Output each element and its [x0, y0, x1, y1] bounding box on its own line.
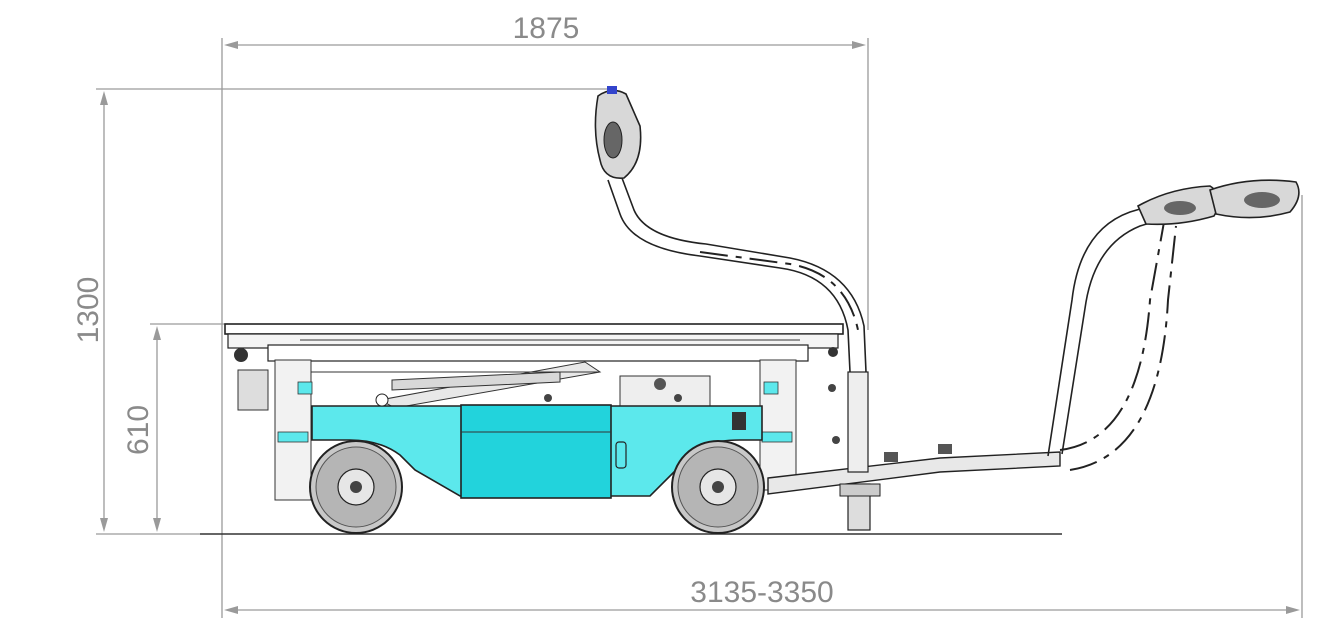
- tow-bar: [767, 371, 1061, 531]
- tiller-handle-lowered: [1047, 179, 1300, 471]
- side-frames: [237, 359, 797, 501]
- scissor-lift-mechanism: [310, 361, 711, 409]
- rear-wheel: [309, 440, 403, 534]
- dimension-total-length-label: 3135-3350: [690, 576, 833, 609]
- platform-deck: [224, 323, 844, 362]
- dimension-platform-height-label: 610: [122, 405, 155, 455]
- tiller-handle-raised: [594, 86, 867, 373]
- battery-box: [460, 404, 612, 499]
- dimension-total-height-label: 1300: [72, 277, 105, 344]
- front-wheel: [671, 440, 765, 534]
- dimension-top-width-label: 1875: [513, 12, 580, 45]
- chassis-body: [311, 393, 763, 499]
- dimension-top-width: 1875: [221, 12, 869, 330]
- dimension-total-length: 3135-3350: [221, 195, 1303, 618]
- dimension-total-height: 1300: [72, 88, 612, 535]
- dimension-platform-height: 610: [122, 323, 228, 532]
